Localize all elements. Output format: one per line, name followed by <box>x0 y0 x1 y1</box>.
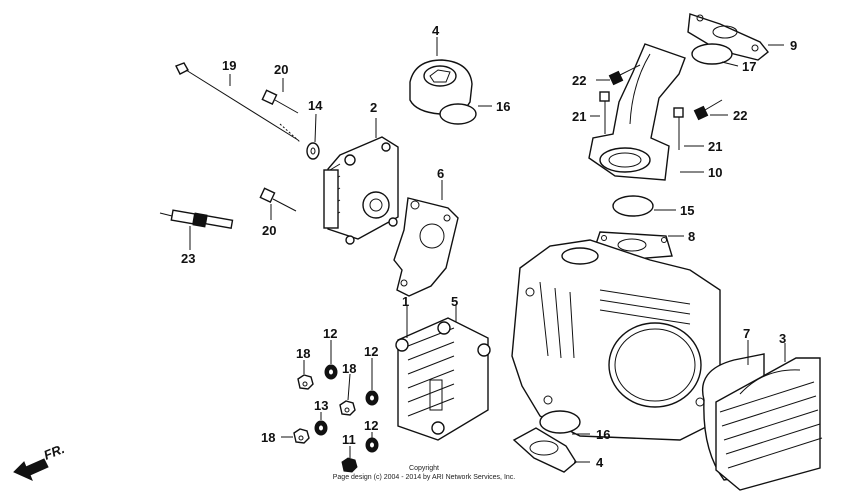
part-23-spark-plug[interactable] <box>159 209 234 230</box>
callout-5[interactable]: 5 <box>451 294 458 309</box>
callout-8[interactable]: 8 <box>688 229 695 244</box>
part-20-bolt-upper[interactable] <box>261 89 299 114</box>
callout-16-lower[interactable]: 16 <box>596 427 610 442</box>
callout-7[interactable]: 7 <box>743 326 750 341</box>
part-14-washer[interactable] <box>306 142 320 160</box>
part-22-bolt-left[interactable] <box>608 64 641 86</box>
callout-12-b[interactable]: 12 <box>364 344 378 359</box>
part-12-washer-a[interactable] <box>324 364 338 380</box>
callout-20-lower[interactable]: 20 <box>262 223 276 238</box>
part-3-side-cover[interactable] <box>715 357 823 491</box>
callout-12-c[interactable]: 12 <box>364 418 378 433</box>
part-2-cam-holder[interactable] <box>323 136 399 245</box>
part-22-bolt-right[interactable] <box>693 99 723 121</box>
callout-17[interactable]: 17 <box>742 59 756 74</box>
part-19-stud-bolt[interactable] <box>175 62 301 143</box>
part-18-nut-c[interactable] <box>293 428 310 444</box>
copyright-line-1: Copyright <box>409 465 439 472</box>
cylinder-head[interactable] <box>511 239 721 441</box>
part-20-bolt-lower[interactable] <box>259 187 297 212</box>
part-6-gasket[interactable] <box>393 197 459 297</box>
part-10-intake-pipe[interactable] <box>588 43 686 181</box>
callout-3[interactable]: 3 <box>779 331 786 346</box>
part-5-head-cover[interactable] <box>395 317 491 441</box>
part-4-cap-lower[interactable] <box>512 427 577 473</box>
part-16-oring-upper[interactable] <box>439 103 477 125</box>
callout-18-c[interactable]: 18 <box>261 430 275 445</box>
part-4-cap-upper[interactable] <box>409 59 473 115</box>
callout-19[interactable]: 19 <box>222 58 236 73</box>
callout-11[interactable]: 11 <box>342 432 356 447</box>
part-12-washer-c[interactable] <box>365 437 379 453</box>
callout-21-right[interactable]: 21 <box>708 139 722 154</box>
callout-23[interactable]: 23 <box>181 251 195 266</box>
front-direction-label: FR. <box>42 441 67 463</box>
callout-4-upper[interactable]: 4 <box>432 23 440 38</box>
part-16-oring-lower[interactable] <box>539 410 581 434</box>
callout-22-left[interactable]: 22 <box>572 73 586 88</box>
part-13-washer[interactable] <box>314 420 328 436</box>
part-18-nut-b[interactable] <box>339 400 356 416</box>
callout-15[interactable]: 15 <box>680 203 694 218</box>
part-18-nut-a[interactable] <box>297 374 314 390</box>
part-11-nut[interactable] <box>341 457 358 473</box>
callout-13[interactable]: 13 <box>314 398 328 413</box>
callout-12-a[interactable]: 12 <box>323 326 337 341</box>
callout-20-upper[interactable]: 20 <box>274 62 288 77</box>
part-15-oring[interactable] <box>612 195 654 217</box>
callout-9[interactable]: 9 <box>790 38 797 53</box>
part-21-bolt-right[interactable] <box>673 107 684 150</box>
part-21-bolt-left[interactable] <box>599 91 610 134</box>
part-9-insulator-gasket[interactable] <box>687 13 769 61</box>
callout-18-a[interactable]: 18 <box>296 346 310 361</box>
callout-2[interactable]: 2 <box>370 100 377 115</box>
part-17-oring[interactable] <box>691 43 733 65</box>
front-direction-arrow: FR. <box>13 441 67 481</box>
callout-22-right[interactable]: 22 <box>733 108 747 123</box>
callout-10[interactable]: 10 <box>708 165 722 180</box>
copyright-line-2: Page design (c) 2004 - 2014 by ARI Netwo… <box>333 474 516 481</box>
callout-16-upper[interactable]: 16 <box>496 99 510 114</box>
callout-14[interactable]: 14 <box>308 98 323 113</box>
callout-21-left[interactable]: 21 <box>572 109 586 124</box>
callout-1[interactable]: 1 <box>402 294 409 309</box>
callout-4-lower[interactable]: 4 <box>596 455 604 470</box>
callout-6[interactable]: 6 <box>437 166 444 181</box>
callout-18-b[interactable]: 18 <box>342 361 356 376</box>
part-12-washer-b[interactable] <box>365 390 379 406</box>
